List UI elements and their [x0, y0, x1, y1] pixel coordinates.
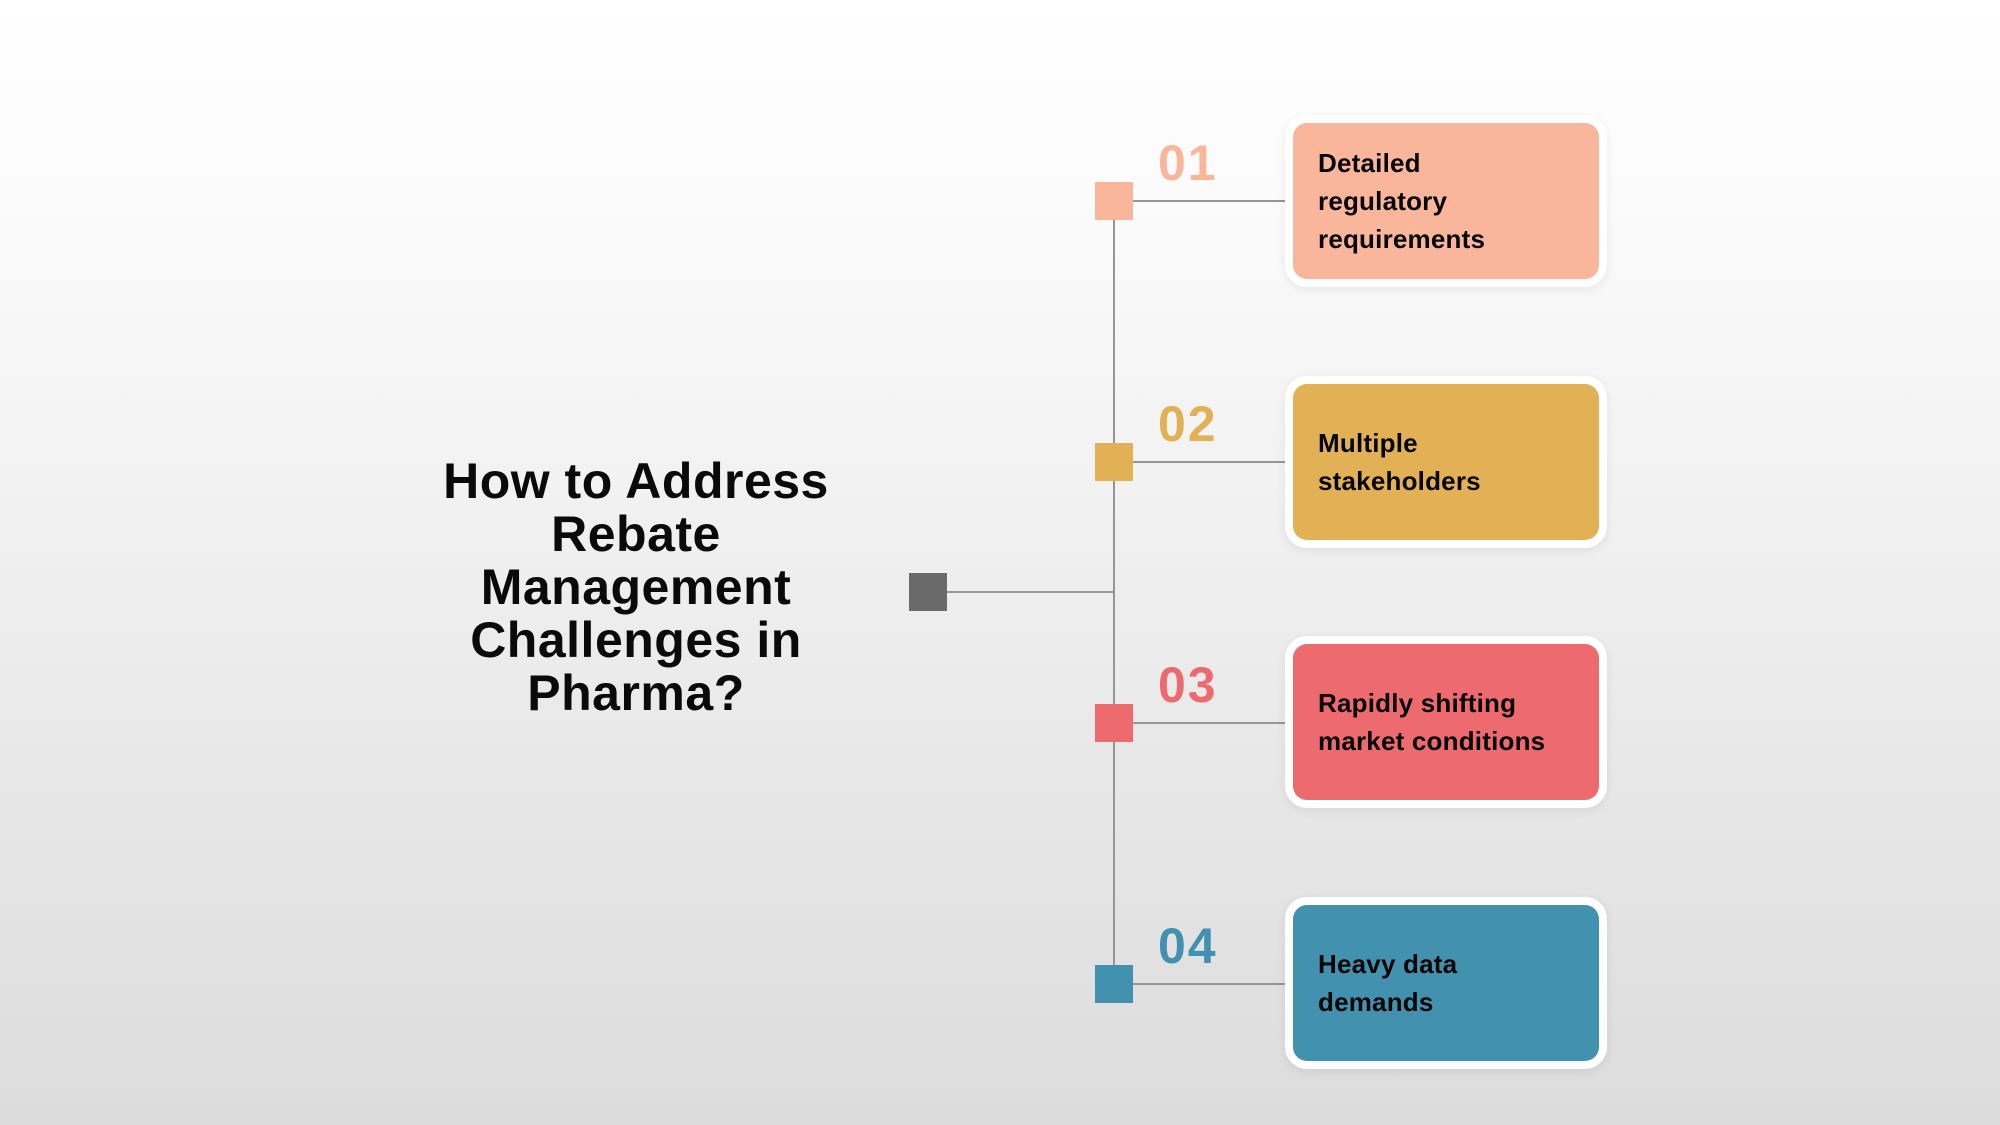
- challenge-card-1: Detailed regulatory requirements: [1285, 115, 1607, 287]
- slide-title: How to Address Rebate Management Challen…: [443, 453, 829, 721]
- challenge-card-2-fill: Multiple stakeholders: [1293, 384, 1599, 540]
- challenge-card-4: Heavy data demands: [1285, 897, 1607, 1069]
- node-square-item-1: [1095, 182, 1133, 220]
- challenge-label-3: Rapidly shifting market conditions: [1318, 688, 1546, 756]
- step-number-2: 02: [1158, 396, 1218, 452]
- connector-vertical-line: [1113, 201, 1115, 984]
- challenge-card-3: Rapidly shifting market conditions: [1285, 636, 1607, 808]
- challenge-label-4: Heavy data demands: [1318, 949, 1458, 1017]
- challenge-card-3-fill: Rapidly shifting market conditions: [1293, 644, 1599, 800]
- node-square-item-3: [1095, 704, 1133, 742]
- connector-line-item-1: [1133, 200, 1285, 202]
- challenge-label-2: Multiple stakeholders: [1318, 428, 1481, 496]
- challenge-card-1-fill: Detailed regulatory requirements: [1293, 123, 1599, 279]
- connector-line-item-4: [1133, 983, 1285, 985]
- challenge-card-2: Multiple stakeholders: [1285, 376, 1607, 548]
- root-node-square: [909, 573, 947, 611]
- node-square-item-4: [1095, 965, 1133, 1003]
- connector-line-item-3: [1133, 722, 1285, 724]
- step-number-4: 04: [1158, 918, 1218, 974]
- connector-line-item-2: [1133, 461, 1285, 463]
- connector-root-line: [947, 591, 1114, 593]
- step-number-1: 01: [1158, 135, 1218, 191]
- challenge-label-1: Detailed regulatory requirements: [1318, 148, 1486, 254]
- node-square-item-2: [1095, 443, 1133, 481]
- step-number-3: 03: [1158, 657, 1218, 713]
- challenge-card-4-fill: Heavy data demands: [1293, 905, 1599, 1061]
